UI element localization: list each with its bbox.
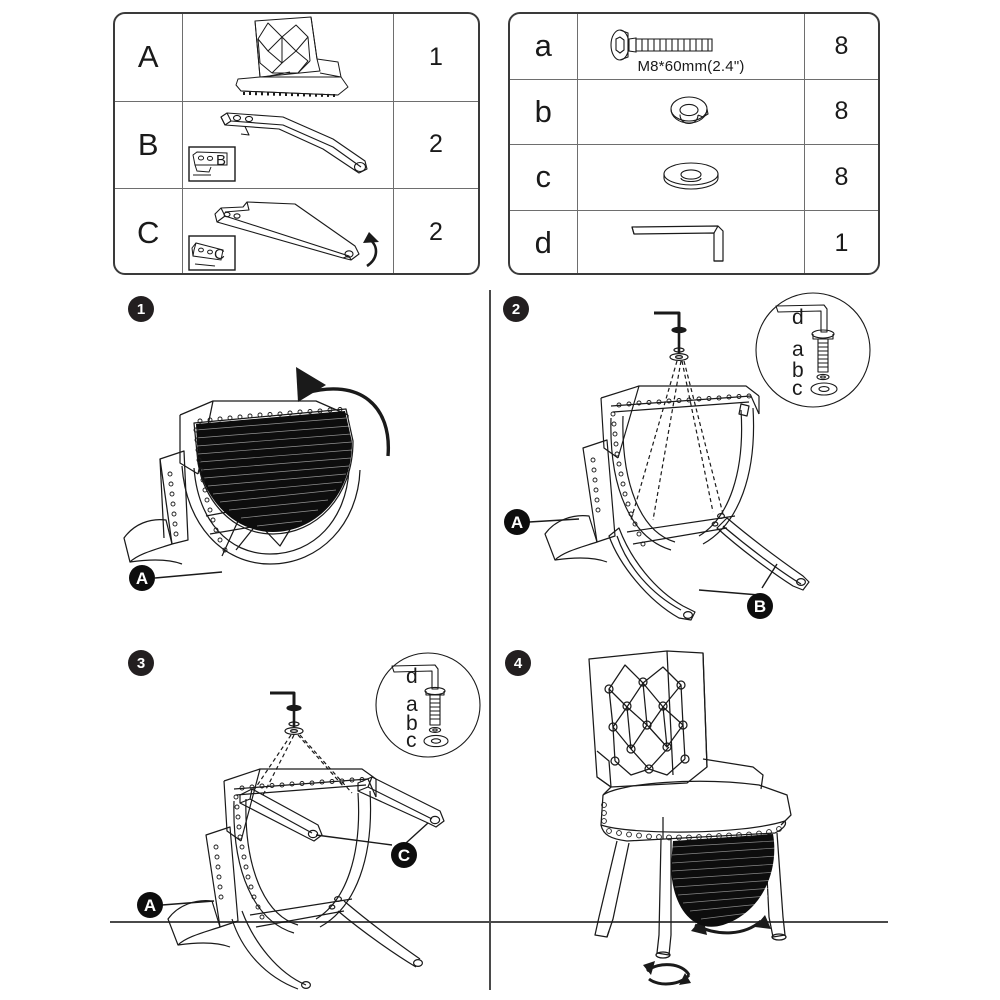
svg-text:B: B [754,597,766,616]
hardware-qty-d: 1 [834,228,849,257]
callout-C: C [315,822,429,868]
svg-text:C: C [214,246,225,263]
part-code-b: B [115,101,183,188]
flat-washer-icon [663,162,719,190]
cushion-shading [195,411,353,532]
table-row: d 1 [510,210,878,273]
part-code-a: A [115,14,183,101]
chair-seat-back-icon [235,16,349,98]
step-divider-vertical [489,290,491,990]
svg-text:A: A [136,569,148,588]
hardware-label-d: d [406,665,418,688]
hex-allen-key-icon [631,225,724,262]
hardware-code-c: c [510,145,578,210]
nailhead-trim [213,777,365,920]
callout-A: A [137,892,215,918]
nailhead-trim [167,407,343,553]
part-image-straight-rear-leg: C [183,189,394,273]
part-qty-a: 1 [429,42,443,71]
step-number-badge: 4 [505,650,531,676]
callout-A: A [504,509,580,535]
hardware-label-d: d [792,306,804,329]
svg-text:C: C [398,846,410,865]
hardware-qty-a: 8 [834,31,849,60]
hardware-label-c: c [792,377,803,400]
hardware-parts-table: a M8*60mm(2.4") 8 b [508,12,880,275]
spring-lock-washer-icon [670,96,709,124]
table-row: A [115,14,478,102]
table-row: c 8 [510,145,878,211]
hardware-image-hex-allen-key [578,210,805,273]
hardware-code-d: d [510,210,578,273]
table-row: b 8 [510,79,878,145]
table-row: C [115,189,478,273]
assembly-steps-grid: 1 [0,288,1000,1000]
step-4: 4 [491,635,888,990]
svg-text:B: B [216,152,226,169]
hardware-callout-bubble: d a b c [755,292,871,408]
hardware-code-a: a [510,14,578,79]
leg-detail-inset: C [188,235,236,271]
step-1: 1 [110,288,489,633]
part-qty-c: 2 [429,218,443,247]
part-image-chair-seat-back-assembly [183,14,394,101]
hardware-label-a: a [792,338,804,361]
nailhead-trim [590,393,752,547]
leg-detail-inset: B [188,146,236,182]
callout-B: B [698,563,778,619]
straight-rear-leg-icon: C [188,201,379,271]
hardware-code-b: b [510,79,578,144]
step-3-illustration: d a b c A C [137,652,481,990]
nailhead-trim [601,802,782,841]
hardware-qty-c: 8 [834,162,849,191]
part-qty-b: 2 [429,130,443,159]
step-number-badge: 1 [128,296,154,322]
hex-bolt-icon [610,29,713,61]
hardware-label-b: b [792,359,804,382]
step-4-illustration [588,650,792,986]
hardware-label-a: a [406,693,418,716]
svg-text:A: A [144,896,156,915]
curved-front-leg-icon: B [188,112,368,182]
major-parts-table: A [113,12,480,275]
hardware-image-spring-lock-washer [578,79,805,144]
table-row: a M8*60mm(2.4") 8 [510,14,878,80]
hardware-label-b: b [406,712,418,735]
step-number-badge: 3 [128,650,154,676]
hardware-label-c: c [406,729,417,752]
callout-A: A [129,565,223,591]
bolt-spec-label: M8*60mm(2.4") [637,57,745,75]
step-2-illustration: d a b c A B [504,292,871,621]
seat-shading [671,834,779,927]
step-divider-horizontal [110,921,888,923]
hardware-qty-b: 8 [834,97,849,126]
step-3: 3 [110,635,489,990]
svg-text:A: A [511,513,523,532]
hardware-callout-bubble: d a b c [375,652,481,758]
part-image-curved-front-leg: B [183,101,394,188]
step-2: 2 [491,288,888,633]
part-code-c: C [115,189,183,273]
hardware-image-flat-washer [578,145,805,210]
step-number-badge: 2 [503,296,529,322]
step-1-illustration: A [123,367,390,591]
table-row: B [115,101,478,189]
hardware-image-hex-bolt: M8*60mm(2.4") [578,14,805,79]
